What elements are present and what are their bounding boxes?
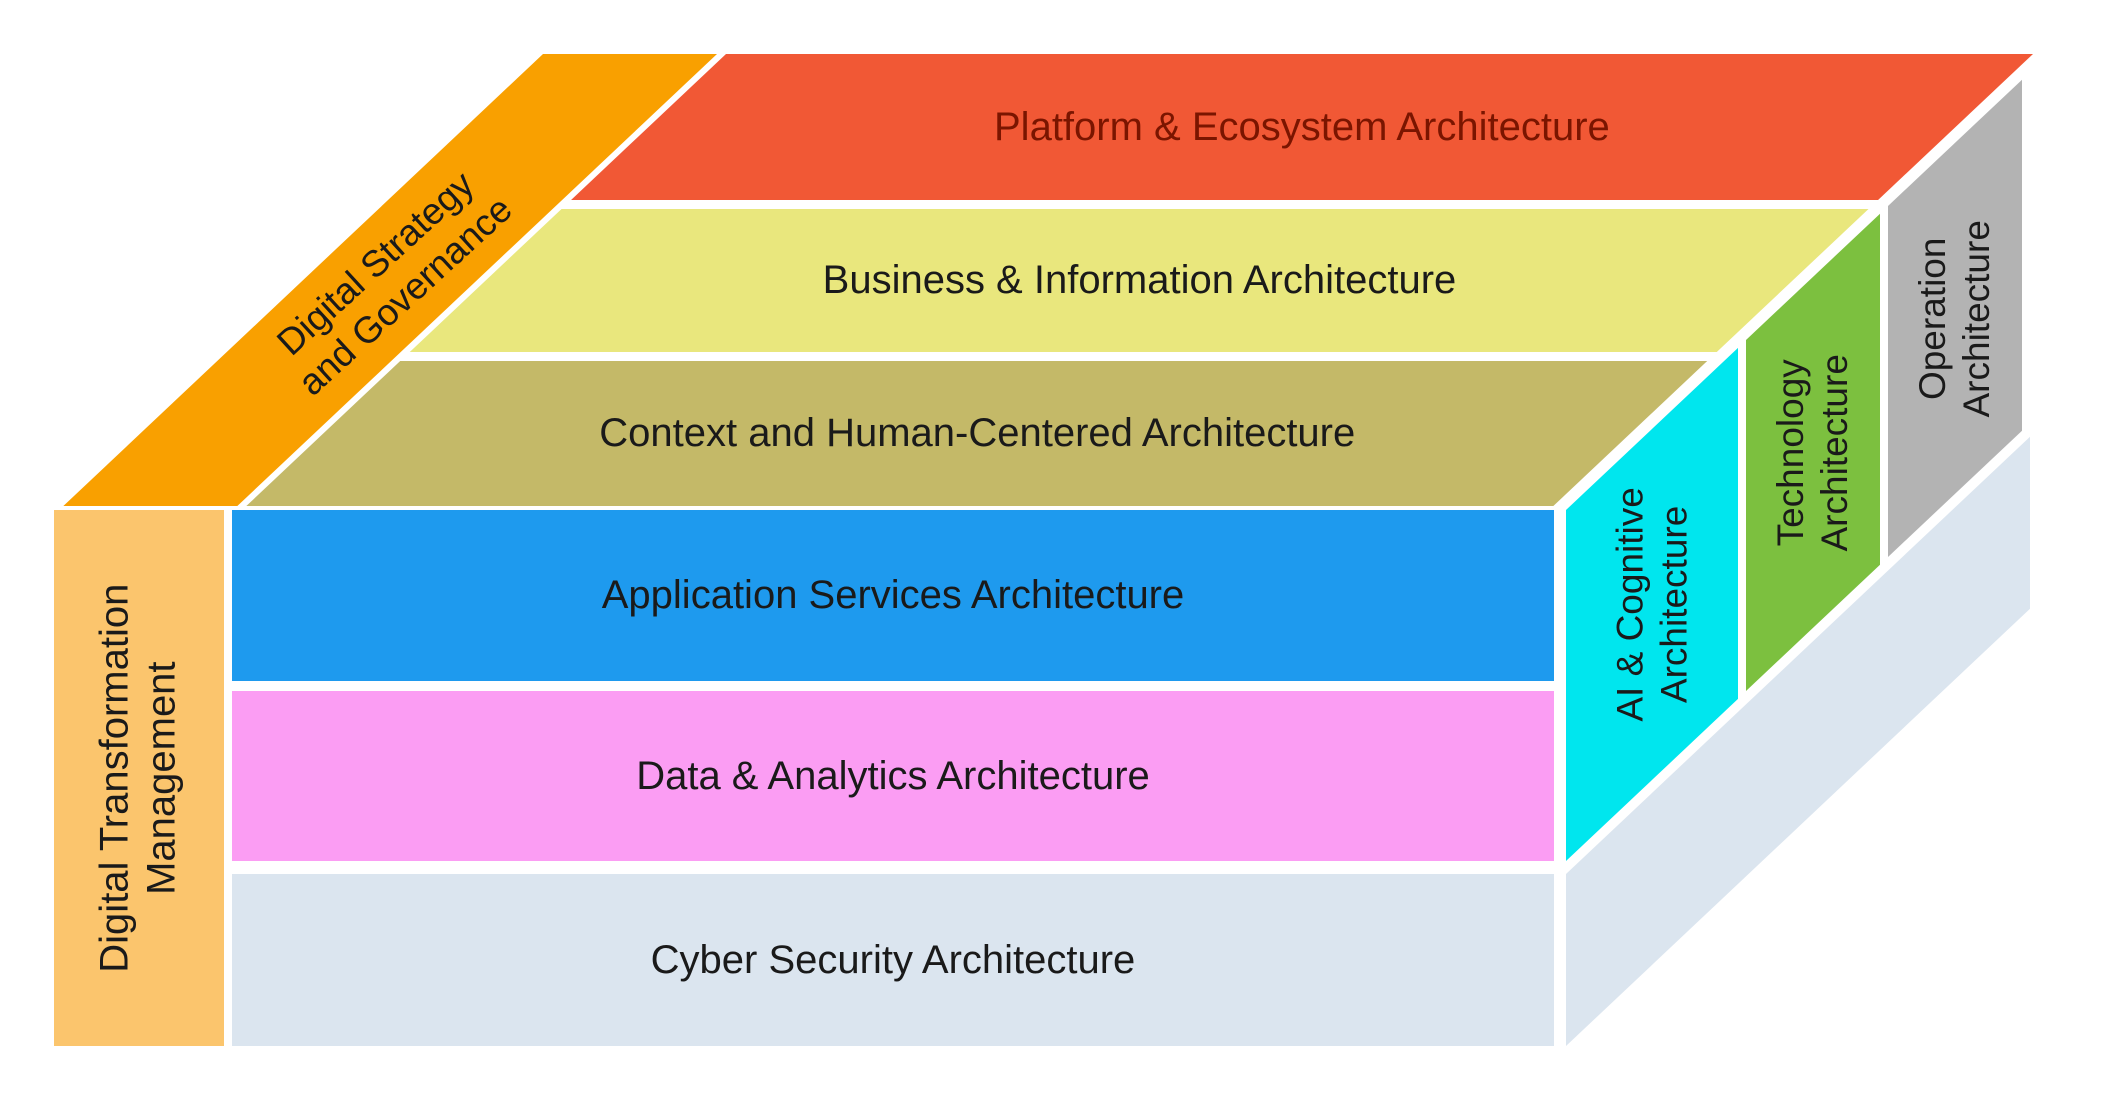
data-analytics-label: Data & Analytics Architecture (636, 753, 1150, 798)
application-services-layer: Application Services Architecture (232, 510, 1554, 681)
context-human-centered-label: Context and Human-Centered Architecture (598, 411, 1355, 455)
application-services-label: Application Services Architecture (601, 573, 1185, 617)
data-analytics-layer: Data & Analytics Architecture (232, 691, 1554, 861)
operation-line1: Operation (1912, 237, 1954, 400)
business-information-label: Business & Information Architecture (822, 258, 1456, 302)
technology-line2: Architecture (1814, 353, 1856, 552)
platform-ecosystem-label: Platform & Ecosystem Architecture (994, 104, 1610, 149)
cyber-security-label: Cyber Security Architecture (650, 937, 1136, 982)
operation-line2: Architecture (1956, 219, 1998, 418)
ai-cognitive-line1: AI & Cognitive (1609, 487, 1651, 722)
technology-line1: Technology (1770, 358, 1812, 546)
technology-label: Technology Architecture (1769, 354, 1856, 551)
context-human-centered-band: Context and Human-Centered Architecture (246, 361, 1708, 506)
business-information-band: Business & Information Architecture (409, 209, 1869, 352)
operation-label: Operation Architecture (1911, 220, 1998, 417)
ai-cognitive-label: AI & Cognitive Architecture (1608, 487, 1695, 721)
digital-transformation-line2: Management (140, 661, 185, 895)
cyber-security-layer: Cyber Security Architecture (232, 874, 1554, 1046)
platform-ecosystem-band: Platform & Ecosystem Architecture (571, 54, 2033, 200)
digital-transformation-label: Digital Transformation Management (92, 583, 186, 972)
digital-transformation-band: Digital Transformation Management (54, 510, 224, 1046)
digital-transformation-line1: Digital Transformation (92, 583, 137, 973)
ai-cognitive-line2: Architecture (1653, 505, 1695, 704)
